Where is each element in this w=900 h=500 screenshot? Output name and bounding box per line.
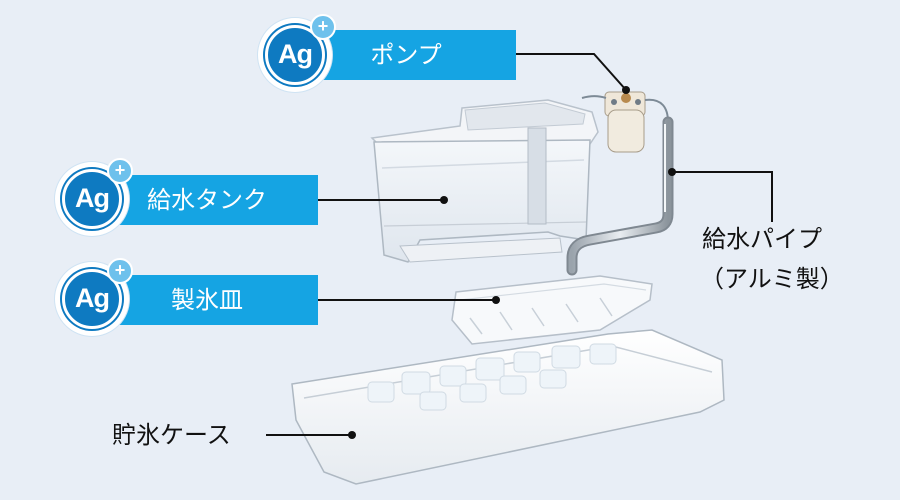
ag-badge-pump: Ag + — [258, 14, 336, 92]
ag-badge-ice-tray: Ag + — [55, 258, 133, 336]
leader-lines — [266, 53, 773, 439]
ice-case-leader-dot — [348, 431, 356, 439]
ice-tray-illustration — [451, 275, 653, 345]
plus-icon: + — [107, 258, 133, 284]
ice-tray-leader-dot — [492, 296, 500, 304]
water-pipe-label: 給水パイプ — [702, 225, 822, 253]
plus-icon: + — [107, 158, 133, 184]
ice-case-illustration — [291, 329, 725, 485]
water-tank-leader-dot — [440, 196, 448, 204]
ag-ring — [265, 25, 325, 85]
ice-tray-label: 製氷皿 — [96, 275, 318, 325]
water-pipe-illustration — [566, 116, 674, 276]
water-pipe-material-label: （アルミ製） — [700, 265, 844, 293]
ag-badge-water-tank: Ag + — [55, 158, 133, 236]
plus-icon: + — [310, 14, 336, 40]
pump-leader-dot — [622, 86, 630, 94]
water-tank-illustration — [370, 99, 599, 263]
pump-label: ポンプ — [296, 30, 516, 80]
ag-text: Ag — [75, 183, 110, 213]
water-pipe-leader-dot — [668, 168, 676, 176]
ice-case-label: 貯氷ケース — [112, 421, 231, 449]
water-tank-label: 給水タンク — [96, 175, 318, 225]
pump-leader-line — [516, 53, 627, 91]
water-pipe-leader-line — [672, 171, 773, 222]
ag-text: Ag — [75, 283, 110, 313]
ag-text: Ag — [278, 39, 313, 69]
